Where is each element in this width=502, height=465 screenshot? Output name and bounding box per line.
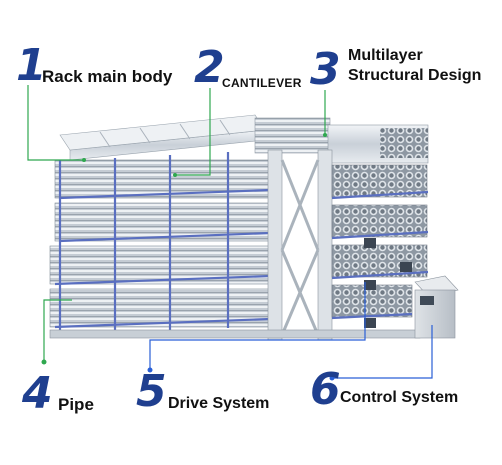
callout-number-2: 2 — [194, 42, 225, 93]
callout-label-multilayer: Multilayer Structural Design — [348, 46, 481, 86]
callout-label-multilayer-line1: Multilayer — [348, 47, 423, 64]
callout-number-4: 4 — [22, 368, 53, 419]
callout-label-drive-system: Drive System — [168, 395, 270, 412]
control-cabinet — [414, 275, 459, 339]
callout-label-rack-main-body: Rack main body — [42, 67, 173, 86]
callout-number-5: 5 — [136, 366, 167, 417]
rack-tiers — [49, 149, 429, 341]
callout-label-multilayer-line2: Structural Design — [348, 67, 482, 84]
callout-number-3: 3 — [310, 44, 341, 95]
callout-number-1: 1 — [16, 40, 47, 91]
callout-number-6: 6 — [310, 364, 341, 415]
callout-label-cantilever: CANTILEVER — [222, 76, 302, 90]
leader-lines — [27, 85, 433, 381]
top-tube-bundle — [59, 114, 429, 164]
callout-label-control-system: Control System — [340, 389, 459, 406]
callout-label-pipe: Pipe — [58, 395, 94, 414]
